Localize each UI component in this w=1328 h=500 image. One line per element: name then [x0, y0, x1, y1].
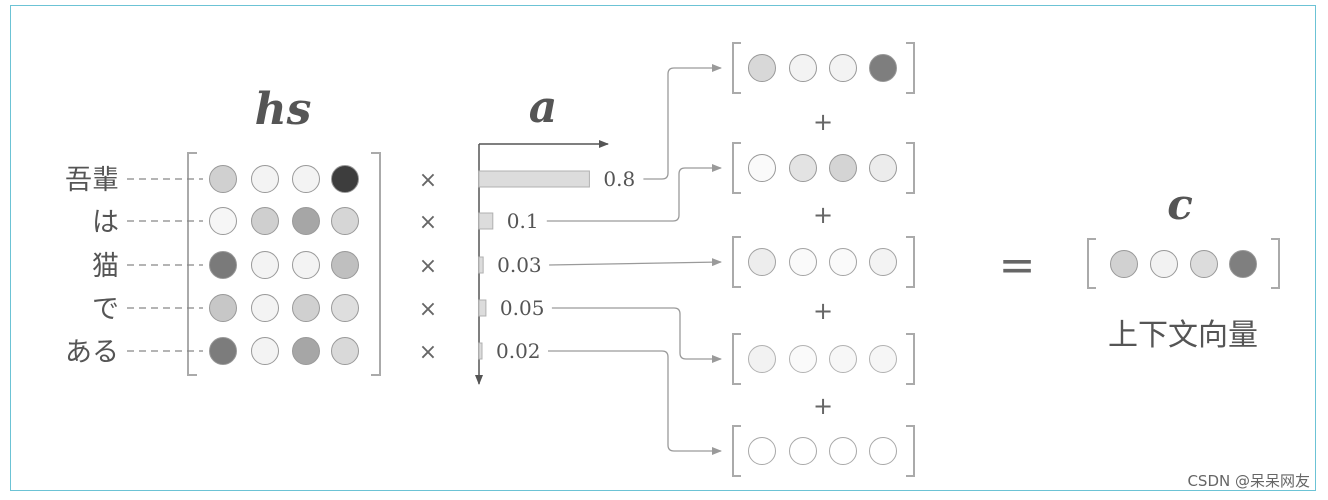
c-symbol: c [1167, 180, 1193, 229]
context-vector-cell [1150, 250, 1178, 278]
vector-bracket-right [906, 236, 915, 288]
plus-sign: + [813, 108, 833, 136]
hs-cell [292, 165, 320, 193]
weighted-vector-cell [789, 54, 817, 82]
weight-bar [478, 170, 590, 188]
weighted-vector-cell [869, 345, 897, 373]
word-label: 猫 [92, 251, 119, 282]
vector-bracket-left [732, 333, 741, 385]
context-vector-label: 上下文向量 [1108, 318, 1258, 353]
vector-bracket-right [906, 42, 915, 94]
word-label: ある [65, 337, 119, 368]
vector-bracket-right [906, 425, 915, 477]
word-label: は [92, 207, 119, 238]
attention-diagram: hs a c 吾輩 × は × 猫 × で × ある × 0.8 0.1 0.03 0.05 0.02 +… [65, 42, 1280, 477]
context-vector-cell [1190, 250, 1218, 278]
weight-value: 0.03 [497, 253, 542, 277]
hs-cell [331, 294, 359, 322]
weight-bar [478, 299, 487, 317]
weight-connector [549, 258, 722, 267]
vector-bracket-right [906, 142, 915, 194]
hs-cell [331, 207, 359, 235]
weight-bar [478, 342, 483, 360]
plus-sign: + [813, 201, 833, 229]
weighted-vector-cell [748, 248, 776, 276]
hs-cell [209, 165, 237, 193]
context-vector-cell [1229, 250, 1257, 278]
times-sign: × [419, 297, 437, 322]
plus-sign: + [813, 297, 833, 325]
weight-value: 0.02 [496, 339, 541, 363]
weighted-vector-cell [789, 248, 817, 276]
weighted-vector-cell [869, 154, 897, 182]
weighted-vector-cell [748, 154, 776, 182]
hs-cell [209, 294, 237, 322]
weight-connector [546, 164, 722, 222]
hs-cell [331, 337, 359, 365]
weight-bar [478, 212, 494, 230]
weighted-vector-cell [869, 54, 897, 82]
hs-bracket-left [187, 152, 197, 376]
hs-cell [331, 165, 359, 193]
weighted-vector-cell [789, 345, 817, 373]
diagram-frame: hs a c 吾輩 × は × 猫 × で × ある × 0.8 0.1 0.03 0.05 0.02 +… [10, 5, 1316, 491]
times-sign: × [419, 210, 437, 235]
times-sign: × [419, 254, 437, 279]
hs-cell [292, 337, 320, 365]
weighted-vector-cell [748, 437, 776, 465]
weighted-vector-cell [869, 437, 897, 465]
weight-value: 0.8 [603, 167, 635, 191]
word-label: 吾輩 [65, 165, 119, 196]
weight-value: 0.05 [500, 296, 545, 320]
weighted-vector-cell [829, 54, 857, 82]
hs-cell [209, 337, 237, 365]
context-bracket-right [1271, 238, 1280, 289]
word-label: で [92, 294, 119, 325]
weighted-vector-cell [869, 248, 897, 276]
weighted-vector-cell [829, 154, 857, 182]
times-sign: × [419, 168, 437, 193]
equals-sign: = [999, 240, 1036, 291]
hs-bracket-right [371, 152, 381, 376]
a-symbol: a [529, 82, 558, 133]
weight-connector [643, 64, 722, 180]
weight-value: 0.1 [507, 209, 539, 233]
weighted-vector-cell [789, 437, 817, 465]
vector-bracket-left [732, 42, 741, 94]
context-vector-cell [1110, 250, 1138, 278]
vector-bracket-left [732, 236, 741, 288]
hs-cell [251, 294, 279, 322]
weighted-vector-cell [748, 54, 776, 82]
hs-cell [251, 251, 279, 279]
weighted-vector-cell [829, 248, 857, 276]
weight-bar [478, 256, 484, 274]
context-bracket-left [1087, 238, 1096, 289]
hs-cell [292, 251, 320, 279]
hs-cell [292, 294, 320, 322]
vector-bracket-left [732, 142, 741, 194]
weight-connector [551, 307, 722, 363]
weight-connector [548, 350, 722, 455]
hs-cell [209, 251, 237, 279]
hs-cell [251, 207, 279, 235]
weighted-vector-cell [748, 345, 776, 373]
hs-cell [251, 165, 279, 193]
hs-cell [251, 337, 279, 365]
weighted-vector-cell [829, 437, 857, 465]
hs-cell [331, 251, 359, 279]
weighted-vector-cell [829, 345, 857, 373]
hs-cell [209, 207, 237, 235]
vector-bracket-left [732, 425, 741, 477]
hs-cell [292, 207, 320, 235]
plus-sign: + [813, 392, 833, 420]
weighted-vector-cell [789, 154, 817, 182]
hs-symbol: hs [255, 84, 312, 135]
watermark: CSDN @呆呆网友 [1187, 472, 1310, 490]
vector-bracket-right [906, 333, 915, 385]
times-sign: × [419, 340, 437, 365]
